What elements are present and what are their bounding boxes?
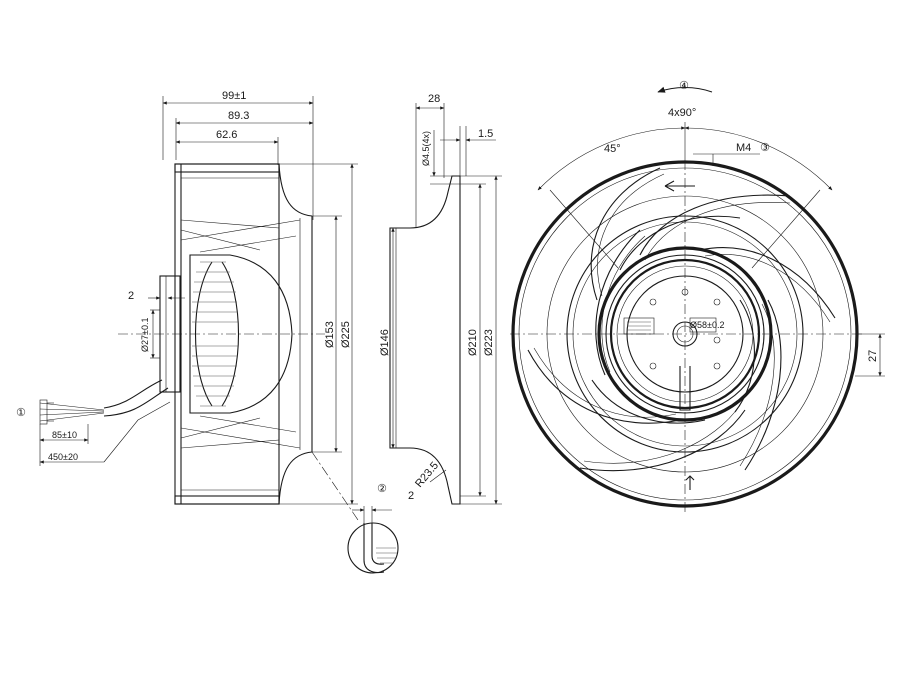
side-shaft-dimensions bbox=[148, 296, 185, 359]
front-cable-gland bbox=[679, 366, 691, 411]
label-thread: M4 bbox=[736, 142, 751, 154]
dim-dia-146: Ø146 bbox=[379, 329, 391, 356]
dim-lead-short: 85±10 bbox=[52, 430, 77, 440]
dim-width-overall: 99±1 bbox=[222, 90, 246, 102]
dim-depth: 28 bbox=[428, 93, 440, 105]
callout-3: ③ bbox=[760, 142, 770, 154]
section-view bbox=[389, 103, 502, 505]
dim-dia-225: Ø225 bbox=[340, 321, 352, 348]
side-motor bbox=[159, 254, 293, 414]
dim-thickness: 1.5 bbox=[478, 128, 493, 140]
dim-offset: 27 bbox=[867, 350, 879, 362]
front-bore-box bbox=[689, 317, 717, 333]
rotation-arrow bbox=[657, 86, 713, 93]
dim-shaft-diameter: Ø27±0.1 bbox=[140, 318, 150, 352]
dim-hole-dia: Ø4.5(4x) bbox=[421, 131, 431, 166]
dim-shaft-offset: 2 bbox=[128, 290, 134, 302]
flow-arrow-bottom bbox=[685, 475, 695, 490]
dim-width-hub: 62.6 bbox=[216, 129, 237, 141]
callout-2: ② bbox=[377, 483, 387, 495]
dim-radius: R23.5 bbox=[413, 460, 441, 490]
dim-width-inner: 89.3 bbox=[228, 110, 249, 122]
dim-angle-spacing: 4x90° bbox=[668, 107, 696, 119]
dim-bore: Ø58±0.2 bbox=[690, 320, 724, 330]
callout-4: ④ bbox=[679, 80, 689, 92]
side-diameter-dimensions bbox=[279, 163, 358, 505]
flow-arrow-top bbox=[664, 180, 695, 192]
side-cable-leads bbox=[39, 379, 171, 466]
dim-lead-long: 450±20 bbox=[48, 452, 78, 462]
side-top-dimensions bbox=[162, 96, 314, 220]
front-view bbox=[510, 86, 885, 512]
callout-1: ① bbox=[16, 407, 26, 419]
dim-dia-223: Ø223 bbox=[483, 329, 495, 356]
dim-dia-210: Ø210 bbox=[467, 329, 479, 356]
dim-angle-offset: 45° bbox=[604, 143, 621, 155]
dim-lip: 2 bbox=[408, 490, 414, 502]
dim-dia-153: Ø153 bbox=[324, 321, 336, 348]
detail-2 bbox=[311, 451, 399, 574]
side-view: 99±1 89.3 62.6 bbox=[16, 90, 358, 505]
